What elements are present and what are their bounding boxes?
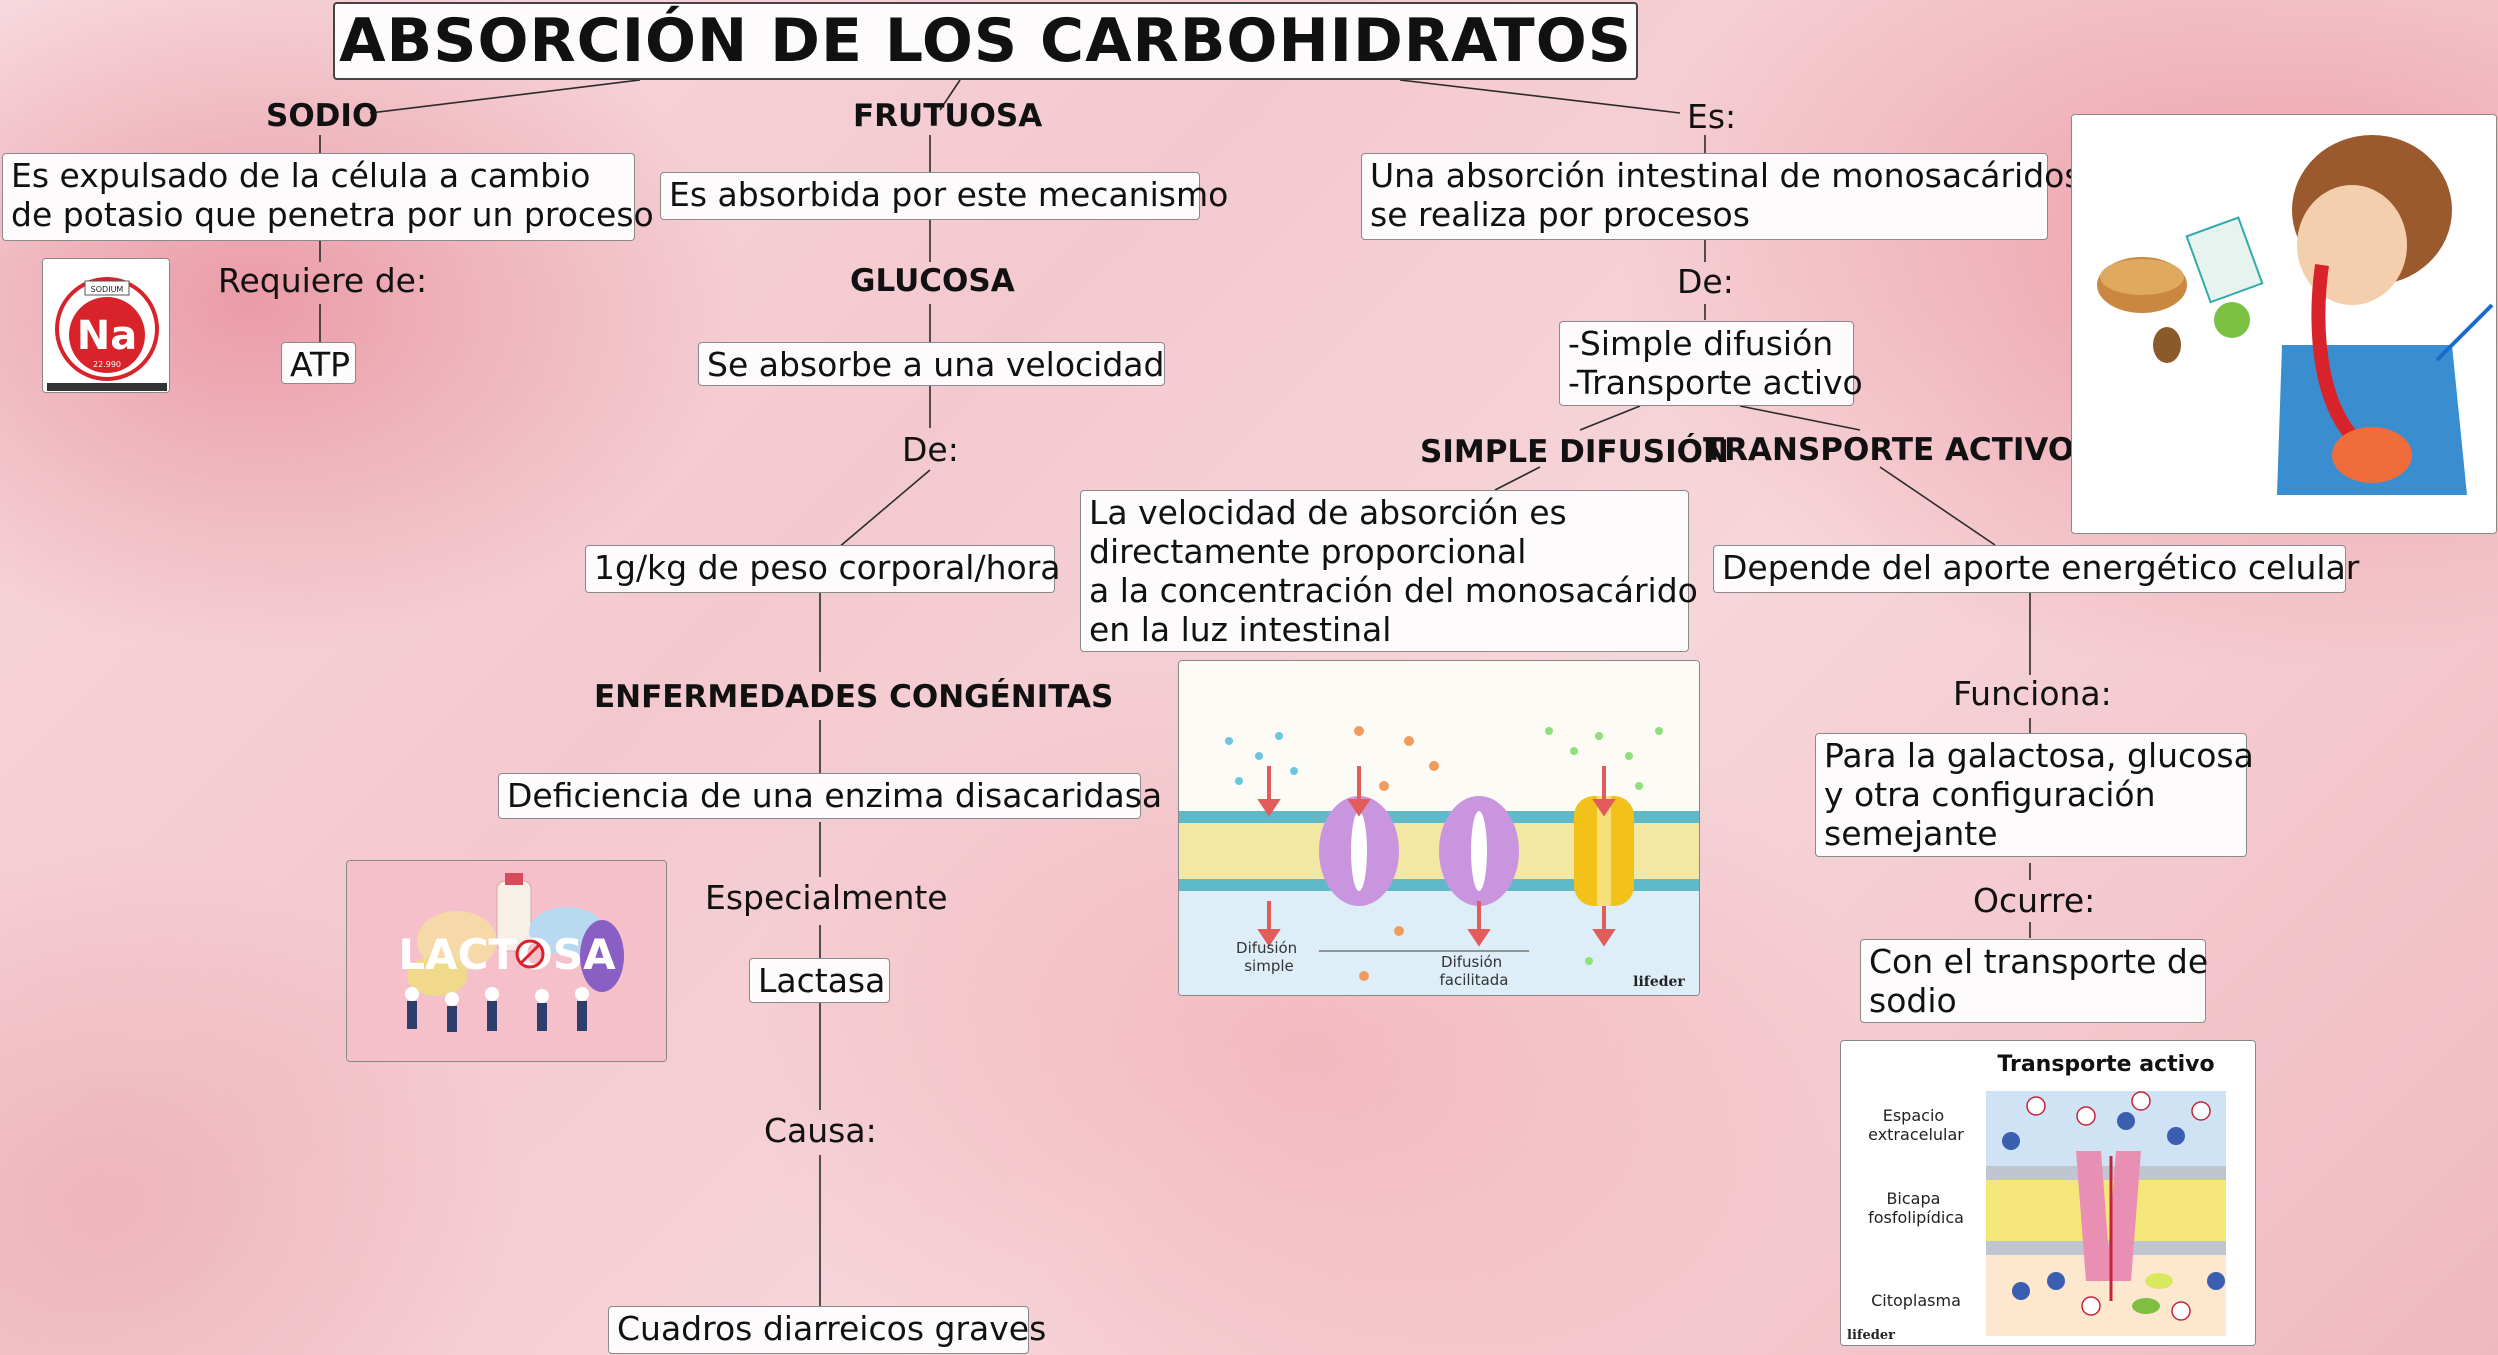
es-label: Es:	[1687, 97, 1737, 136]
svg-text:Espacio extracelular: Espacio extracelular	[1868, 1106, 1964, 1144]
lactasa-box: Lactasa	[749, 958, 890, 1003]
svg-text:Difusión facilitada: Difusión facilitada	[1439, 953, 1508, 989]
citoplasma-label: Citoplasma	[1871, 1291, 1961, 1310]
transporte-sodio-box: Con el transporte de sodio	[1860, 939, 2208, 1023]
funciona-label: Funciona:	[1953, 674, 2112, 713]
svg-text:Difusión simple: Difusión simple	[1236, 939, 1302, 975]
page-title: ABSORCIÓN DE LOS CARBOHIDRATOS	[333, 2, 1638, 80]
sodium-element-image: SODIUM Na 22.990	[42, 258, 170, 393]
bicapa-label: Bicapa	[1886, 1189, 1940, 1208]
requiere-label: Requiere de:	[218, 261, 428, 300]
cuadros-box: Cuadros diarreicos graves	[608, 1306, 1046, 1354]
deficiencia-box: Deficiencia de una enzima disacaridasa	[498, 773, 1162, 819]
sodium-label: SODIUM	[91, 285, 124, 294]
de-label-procesos: De:	[1677, 262, 1734, 301]
velocidad-box: Se absorbe a una velocidad	[698, 342, 1165, 386]
difusion-simple-label: Difusión	[1236, 939, 1297, 957]
causa-label: Causa:	[764, 1111, 877, 1150]
lactosa-image: LACTOSA	[346, 860, 667, 1062]
simple-difusion-heading: SIMPLE DIFUSIÓN	[1420, 434, 1729, 470]
enfermedades-heading: ENFERMEDADES CONGÉNITAS	[594, 679, 1114, 715]
frutuosa-text-box: Es absorbida por este mecanismo	[660, 172, 1228, 220]
sodium-mass: 22.990	[93, 360, 121, 369]
lactosa-text: LACTOSA	[398, 930, 616, 979]
transporte-activo-title: Transporte activo	[1997, 1052, 2214, 1077]
de-label-glucosa: De:	[902, 430, 959, 469]
galactosa-box: Para la galactosa, glucosa y otra config…	[1815, 733, 2254, 857]
procesos-box: -Simple difusión -Transporte activo	[1559, 321, 1863, 406]
simple-difusion-box: La velocidad de absorción es directament…	[1080, 490, 1698, 652]
difusion-facilitada-label: Difusión	[1441, 953, 1502, 971]
transporte-activo-box: Depende del aporte energético celular	[1713, 545, 2359, 593]
svg-text:Bicapa fosfolipídica: Bicapa fosfolipídica	[1868, 1189, 1964, 1227]
transporte-activo-heading: TRANSPORTE ACTIVO	[1703, 432, 2075, 468]
espacio-extracelular-label: Espacio	[1883, 1106, 1944, 1125]
rate-box: 1g/kg de peso corporal/hora	[585, 545, 1060, 593]
ocurre-label: Ocurre:	[1973, 881, 2096, 920]
transporte-activo-image: Transporte activo Espacio extracelular B…	[1840, 1040, 2256, 1346]
digestion-cartoon-image	[2071, 114, 2497, 534]
atp-box: ATP	[281, 342, 356, 384]
es-text-box: Una absorción intestinal de monosacárido…	[1361, 153, 2082, 240]
sodio-heading: SODIO	[266, 98, 379, 134]
sodio-text-box: Es expulsado de la célula a cambio de po…	[2, 153, 654, 241]
lifeder-brand-2: lifeder	[1847, 1328, 1895, 1343]
sodium-symbol: Na	[77, 313, 137, 359]
especialmente-label: Especialmente	[705, 878, 948, 917]
glucosa-heading: GLUCOSA	[850, 263, 1015, 299]
diffusion-image: Difusión simple Difusión facilitada life…	[1178, 660, 1700, 996]
lifeder-brand-1: lifeder	[1633, 974, 1685, 990]
frutuosa-heading: FRUTUOSA	[853, 98, 1043, 134]
